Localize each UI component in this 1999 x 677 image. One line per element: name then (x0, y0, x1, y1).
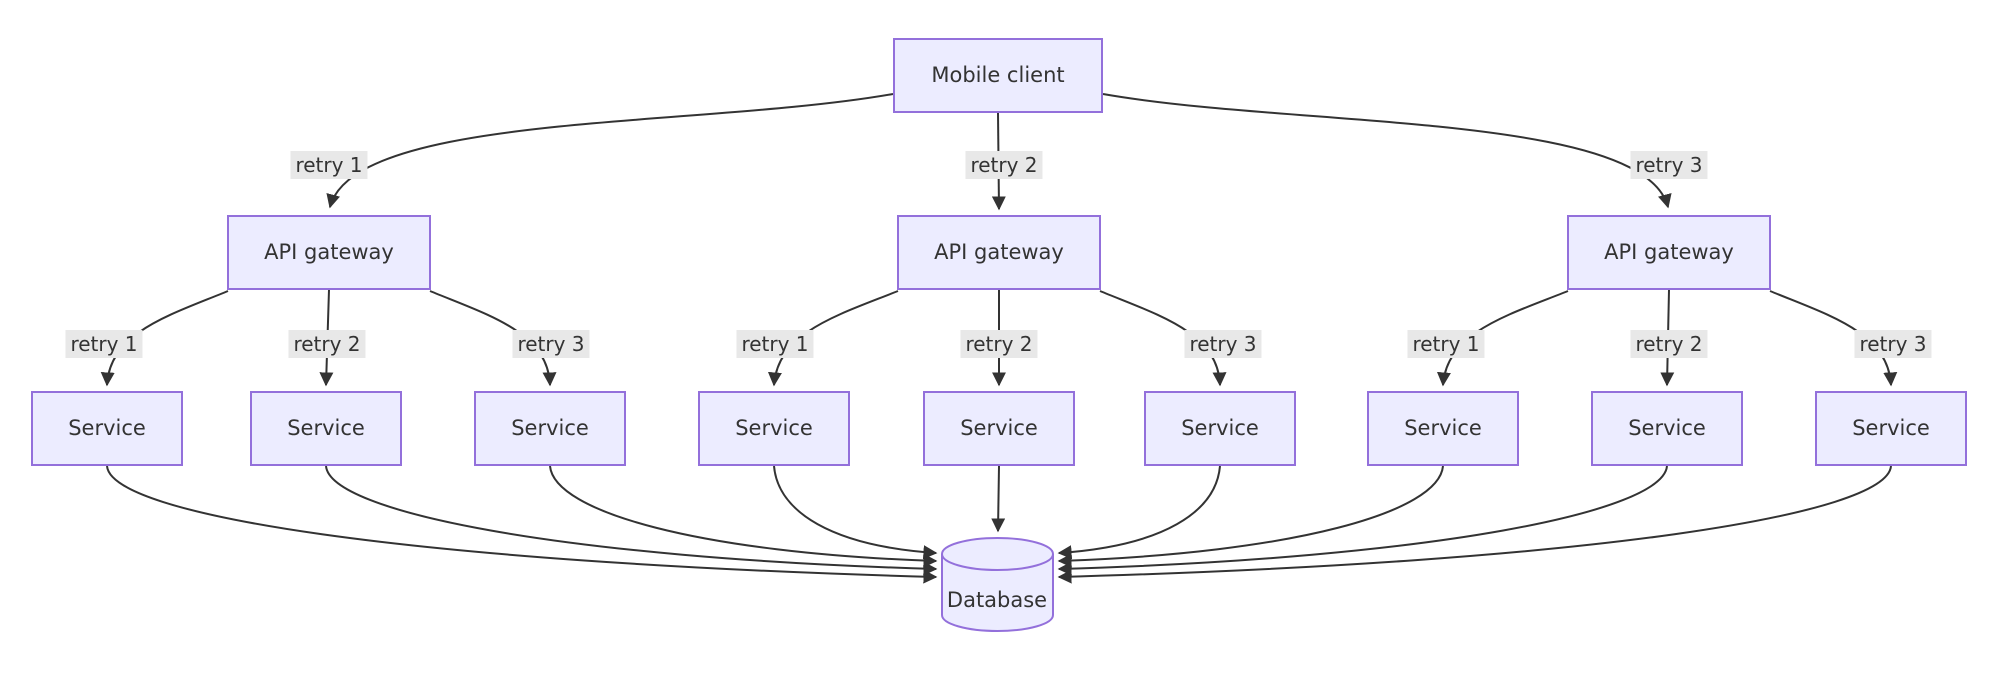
node-service-9-label: Service (1852, 416, 1930, 440)
edge-label-client-gateway-1: retry 1 (290, 151, 368, 179)
edge-gateway-1-to-service-3 (429, 290, 557, 387)
node-service-5-label: Service (960, 416, 1038, 440)
edge-service-3-to-database (549, 465, 938, 568)
node-api-gateway-2-label: API gateway (934, 240, 1064, 264)
edge-service-9-to-database (1057, 465, 1892, 584)
edge-service-5-to-database (991, 465, 1006, 533)
edge-service-6-to-database (1057, 465, 1221, 560)
node-service-3: Service (474, 391, 626, 466)
node-service-8: Service (1591, 391, 1743, 466)
node-service-6-label: Service (1181, 416, 1259, 440)
edge-label-gateway-1-service-1: retry 1 (65, 330, 143, 358)
edge-client-to-gateway-1 (326, 93, 894, 209)
edge-gateway-3-to-service-9 (1769, 290, 1898, 387)
edge-gateway-1-to-service-1 (100, 290, 229, 387)
node-service-1-label: Service (68, 416, 146, 440)
node-service-9: Service (1815, 391, 1967, 466)
node-service-2-label: Service (287, 416, 365, 440)
node-api-gateway-1-label: API gateway (264, 240, 394, 264)
edge-label-gateway-2-service-5: retry 2 (960, 330, 1038, 358)
edge-gateway-2-to-service-6 (1099, 290, 1227, 387)
node-service-1: Service (31, 391, 183, 466)
node-database-label: Database (946, 588, 1048, 612)
edge-service-4-to-database (773, 465, 938, 560)
edge-label-gateway-3-service-7: retry 1 (1407, 330, 1485, 358)
node-service-2: Service (250, 391, 402, 466)
node-service-8-label: Service (1628, 416, 1706, 440)
node-api-gateway-1: API gateway (227, 215, 431, 290)
edge-service-7-to-database (1057, 465, 1444, 568)
node-service-3-label: Service (511, 416, 589, 440)
edge-label-client-gateway-3: retry 3 (1630, 151, 1708, 179)
edge-label-gateway-2-service-4: retry 1 (736, 330, 814, 358)
node-api-gateway-3-label: API gateway (1604, 240, 1734, 264)
node-service-4-label: Service (735, 416, 813, 440)
node-service-7: Service (1367, 391, 1519, 466)
node-service-7-label: Service (1404, 416, 1482, 440)
edge-client-to-gateway-3 (1102, 93, 1672, 209)
edge-label-gateway-1-service-3: retry 3 (512, 330, 590, 358)
edge-label-gateway-2-service-6: retry 3 (1184, 330, 1262, 358)
node-api-gateway-2: API gateway (897, 215, 1101, 290)
edge-label-client-gateway-2: retry 2 (965, 151, 1043, 179)
node-service-4: Service (698, 391, 850, 466)
edge-label-gateway-3-service-9: retry 3 (1854, 330, 1932, 358)
edge-service-1-to-database (106, 465, 938, 584)
edge-label-gateway-3-service-8: retry 2 (1630, 330, 1708, 358)
node-service-5: Service (923, 391, 1075, 466)
edge-gateway-3-to-service-7 (1436, 290, 1569, 387)
node-mobile-client-label: Mobile client (931, 63, 1065, 87)
edge-service-2-to-database (325, 465, 938, 576)
node-service-6: Service (1144, 391, 1296, 466)
node-mobile-client: Mobile client (893, 38, 1103, 113)
edge-gateway-2-to-service-4 (767, 290, 899, 387)
node-api-gateway-3: API gateway (1567, 215, 1771, 290)
database-cylinder-shape (941, 536, 1054, 633)
edge-service-8-to-database (1057, 465, 1668, 576)
edge-label-gateway-1-service-2: retry 2 (288, 330, 366, 358)
